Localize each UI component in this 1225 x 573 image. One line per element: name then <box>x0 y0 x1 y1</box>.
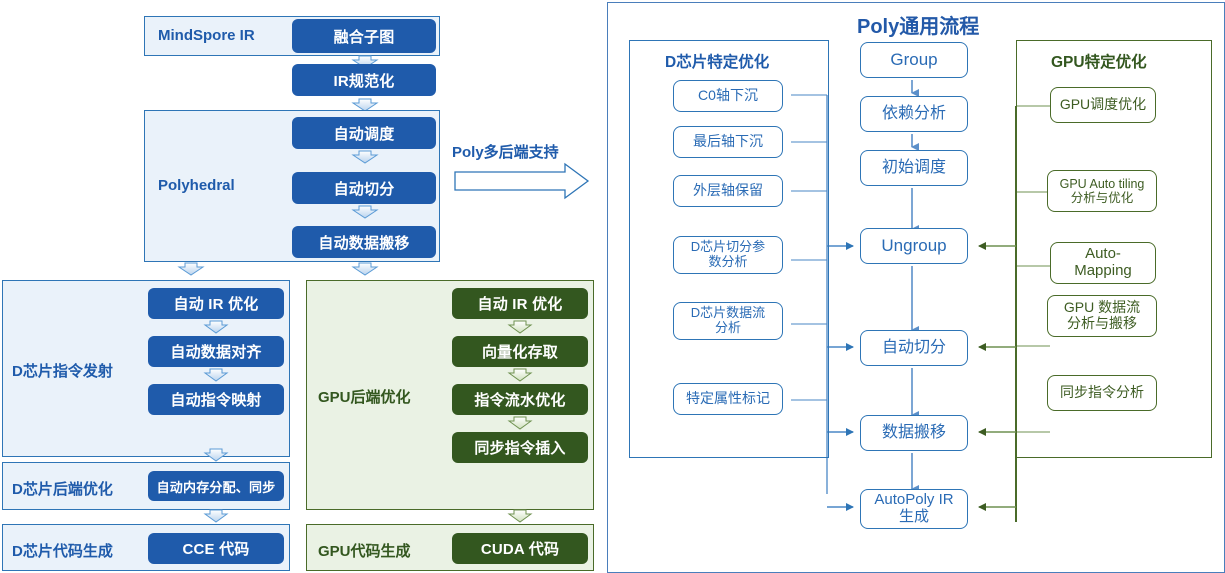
process-box-fused-subgraph[interactable]: 融合子图 <box>292 19 436 53</box>
panel-label-gpu-codegen: GPU代码生成 <box>318 543 411 560</box>
process-box-sync-instr-insert[interactable]: 同步指令插入 <box>452 432 588 463</box>
process-box-auto-mem-alloc-sync[interactable]: 自动内存分配、同步 <box>148 471 284 501</box>
right-panel-title: Poly通用流程 <box>857 16 980 38</box>
node-auto-mapping[interactable]: Auto- Mapping <box>1050 242 1156 284</box>
block-arrow-down <box>351 150 379 164</box>
panel-label-mindspore-ir: MindSpore IR <box>158 27 255 44</box>
node-last-axis-sink[interactable]: 最后轴下沉 <box>673 126 783 158</box>
panel-label-gpu-backend-opt: GPU后端优化 <box>318 389 411 406</box>
node-autopoly-ir-gen[interactable]: AutoPoly IR 生成 <box>860 489 968 529</box>
process-box-auto-ir-opt[interactable]: 自动 IR 优化 <box>148 288 284 319</box>
group-title-dchip-specific-opt: D芯片特定优化 <box>665 54 770 71</box>
node-outer-axis-keep[interactable]: 外层轴保留 <box>673 175 783 207</box>
bridge-arrow-icon <box>454 162 590 200</box>
process-box-ir-normalize[interactable]: IR规范化 <box>292 64 436 96</box>
bridge-label: Poly多后端支持 <box>452 144 559 161</box>
panel-label-dchip-backend-opt: D芯片后端优化 <box>12 481 113 498</box>
process-box-auto-data-align[interactable]: 自动数据对齐 <box>148 336 284 367</box>
block-arrow-down <box>177 262 205 276</box>
block-arrow-down <box>203 509 229 523</box>
group-dchip-specific-opt <box>629 40 829 458</box>
node-dchip-dataflow-analysis[interactable]: D芯片数据流 分析 <box>673 302 783 340</box>
process-box-cce-code[interactable]: CCE 代码 <box>148 533 284 564</box>
node-specific-attr-mark[interactable]: 特定属性标记 <box>673 383 783 415</box>
node-initial-schedule[interactable]: 初始调度 <box>860 150 968 186</box>
block-arrow-down <box>351 205 379 219</box>
node-gpu-auto-tiling-analysis[interactable]: GPU Auto tiling 分析与优化 <box>1047 170 1157 212</box>
process-box-auto-data-move[interactable]: 自动数据搬移 <box>292 226 436 258</box>
block-arrow-down <box>507 368 533 382</box>
process-box-cuda-code[interactable]: CUDA 代码 <box>452 533 588 564</box>
block-arrow-down <box>507 509 533 523</box>
node-data-move[interactable]: 数据搬移 <box>860 415 968 451</box>
block-arrow-down <box>351 262 379 276</box>
group-gpu-specific-opt <box>1016 40 1212 458</box>
block-arrow-down <box>203 448 229 462</box>
process-box-vectorized-access[interactable]: 向量化存取 <box>452 336 588 367</box>
node-auto-tiling[interactable]: 自动切分 <box>860 330 968 366</box>
panel-label-polyhedral: Polyhedral <box>158 177 235 194</box>
node-c0-axis-sink[interactable]: C0轴下沉 <box>673 80 783 112</box>
panel-label-dchip-instruction-issue: D芯片指令发射 <box>12 363 113 380</box>
node-group[interactable]: Group <box>860 42 968 78</box>
node-dependence-analysis[interactable]: 依赖分析 <box>860 96 968 132</box>
process-box-auto-instr-map[interactable]: 自动指令映射 <box>148 384 284 415</box>
block-arrow-down <box>507 416 533 430</box>
node-sync-instr-analysis[interactable]: 同步指令分析 <box>1047 375 1157 411</box>
block-arrow-down <box>203 320 229 334</box>
block-arrow-down <box>203 368 229 382</box>
node-gpu-schedule-opt[interactable]: GPU调度优化 <box>1050 87 1156 123</box>
process-box-auto-tiling[interactable]: 自动切分 <box>292 172 436 204</box>
node-gpu-dataflow-analysis-move[interactable]: GPU 数据流 分析与搬移 <box>1047 295 1157 337</box>
group-title-gpu-specific-opt: GPU特定优化 <box>1051 54 1147 71</box>
node-dchip-tiling-param-analysis[interactable]: D芯片切分参 数分析 <box>673 236 783 274</box>
process-box-gpu-auto-ir-opt[interactable]: 自动 IR 优化 <box>452 288 588 319</box>
panel-label-dchip-codegen: D芯片代码生成 <box>12 543 113 560</box>
block-arrow-down <box>351 98 379 112</box>
process-box-instr-pipeline-opt[interactable]: 指令流水优化 <box>452 384 588 415</box>
node-ungroup[interactable]: Ungroup <box>860 228 968 264</box>
process-box-auto-schedule[interactable]: 自动调度 <box>292 117 436 149</box>
block-arrow-down <box>507 320 533 334</box>
